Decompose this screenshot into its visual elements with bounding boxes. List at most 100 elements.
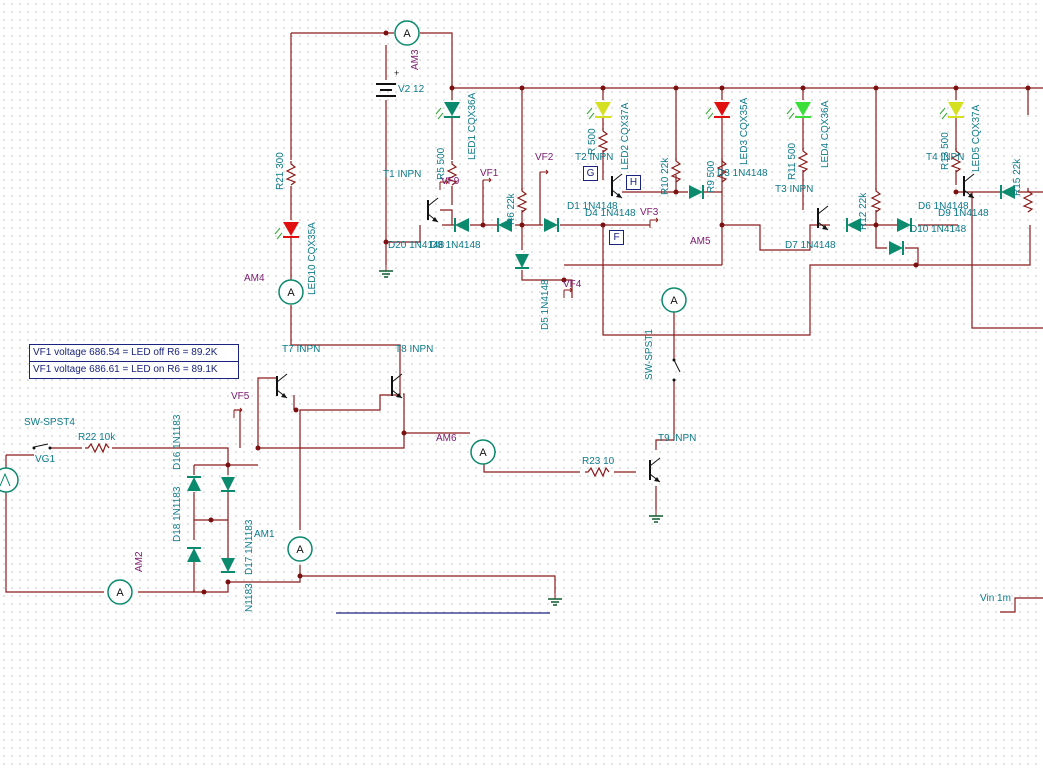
label-r500: R 500 <box>587 128 598 155</box>
label-d1: D1 1N4148 <box>567 201 618 212</box>
label-led2: LED2 CQX37A <box>620 102 631 170</box>
label-t2: T2 INPN <box>575 152 613 163</box>
measurement-notes-textbox[interactable]: VF1 voltage 686.54 = LED off R6 = 89.2K … <box>29 344 239 379</box>
label-sw-spst4: SW-SPST4 <box>24 417 75 428</box>
ground-symbol <box>378 264 394 278</box>
node-tag-f[interactable]: F <box>609 230 624 245</box>
label-d20: D20 1N4148 <box>388 240 445 251</box>
label-am5: AM5 <box>690 236 711 247</box>
probe-vf2[interactable] <box>539 169 549 181</box>
switch-sw-spst1[interactable] <box>672 358 681 382</box>
label-am6: AM6 <box>436 433 457 444</box>
transistor-t9[interactable] <box>649 457 661 483</box>
label-d8: D8 1N4148 <box>430 240 481 251</box>
label-r22: R22 10k <box>78 432 116 443</box>
label-vf2: VF2 <box>535 152 554 163</box>
label-led3: LED3 CQX35A <box>739 97 750 165</box>
probe-vf1[interactable] <box>482 177 492 189</box>
probe-vf5[interactable] <box>233 407 243 419</box>
ground-symbol <box>547 592 563 606</box>
label-led1: LED1 CQX36A <box>467 92 478 160</box>
resistor-r12[interactable] <box>871 187 881 213</box>
label-r11: R11 500 <box>787 142 798 180</box>
label-r21: R21 300 <box>275 152 286 190</box>
label-vin: Vin 1m <box>980 593 1011 604</box>
node-tag-h[interactable]: H <box>626 175 641 190</box>
label-r9: R9 500 <box>706 160 717 193</box>
ammeter-am1-icon: A <box>287 536 313 562</box>
led2-icon <box>586 102 611 120</box>
label-vf5: VF5 <box>231 391 250 402</box>
label-n1183: N1183 <box>244 583 255 612</box>
transistor-t3[interactable] <box>817 205 829 231</box>
probe-vf3[interactable] <box>649 217 659 229</box>
label-t1: T1 INPN <box>383 169 421 180</box>
label-vg1: VG1 <box>35 454 55 465</box>
svg-text:+: + <box>394 68 399 78</box>
measurement-note-1: VF1 voltage 686.54 = LED off R6 = 89.2K <box>33 347 218 358</box>
label-am4: AM4 <box>244 273 265 284</box>
ammeter-am4-icon: A <box>278 279 304 305</box>
label-vf4: VF4 <box>563 279 582 290</box>
label-d9: D9 1N4148 <box>938 208 989 219</box>
label-am2: AM2 <box>134 551 145 572</box>
ammeter-am6-icon: A <box>470 439 496 465</box>
ammeter-icons: A A A A A A <box>107 20 687 605</box>
am2-symbol: A <box>116 587 124 599</box>
transistor-t2[interactable] <box>611 173 623 199</box>
resistor-r500[interactable] <box>598 127 608 153</box>
resistor-r23[interactable] <box>584 467 610 477</box>
transistor-t1[interactable] <box>427 197 439 223</box>
junction-dots <box>201 30 1031 595</box>
label-d17: D17 1N1183 <box>244 519 255 575</box>
label-r13: R13 500 <box>940 132 951 170</box>
label-am1: AM1 <box>254 529 275 540</box>
label-r5: R5 500 <box>436 147 447 180</box>
am1-symbol: A <box>296 544 304 556</box>
label-t7: T7 INPN <box>282 344 320 355</box>
measurement-note-2: VF1 voltage 686.61 = LED on R6 = 89.1K <box>30 361 238 378</box>
am4-symbol: A <box>287 287 295 299</box>
ammeter-am2-icon: A <box>107 579 133 605</box>
ammeter-am5-icon: A <box>661 287 687 313</box>
switch-sw-spst4[interactable] <box>32 443 52 450</box>
label-d5: D5 1N4148 <box>540 279 551 330</box>
label-t9: T9 INPN <box>658 433 696 444</box>
led4-icon <box>786 102 811 120</box>
label-r12: R12 22k <box>858 192 869 230</box>
am3-symbol: A <box>403 28 411 40</box>
resistor-r6[interactable] <box>517 187 527 213</box>
label-d4: D4 1N4148 <box>585 208 636 219</box>
am6-symbol: A <box>479 447 487 459</box>
led1-icon <box>435 102 460 120</box>
label-sw-spst1: SW-SPST1 <box>644 329 655 380</box>
battery-v2[interactable]: + <box>376 68 399 97</box>
label-r6: R6 22k <box>506 192 517 225</box>
label-am3: AM3 <box>410 49 421 70</box>
transistor-t7[interactable] <box>276 373 288 399</box>
label-vf9: VF9 <box>441 176 460 187</box>
label-r10: R10 22k <box>660 157 671 195</box>
led-icons <box>274 102 964 240</box>
label-r15: R15 22k <box>1012 158 1023 196</box>
label-led5: LED5 CQX37A <box>971 104 982 172</box>
label-d6: D6 1N4148 <box>918 201 969 212</box>
led3-icon <box>705 102 730 120</box>
label-r23: R23 10 <box>582 456 615 467</box>
signal-generator-vg1[interactable] <box>0 467 19 493</box>
led10-icon <box>274 222 299 240</box>
resistor-r21[interactable] <box>286 160 296 186</box>
ammeter-am3-icon: A <box>394 20 420 46</box>
label-d3: D3 1N4148 <box>717 168 768 179</box>
label-t4: T4 INPN <box>926 152 964 163</box>
node-tag-g[interactable]: G <box>583 166 598 181</box>
label-t8: T8 INPN <box>395 344 433 355</box>
resistor-r11[interactable] <box>798 147 808 173</box>
label-d18: D18 1N1183 <box>172 486 183 542</box>
ground-symbol <box>648 509 664 523</box>
component-labels: AM3 V2 12 R21 300 LED10 CQX35A AM4 LED1 … <box>24 49 1023 612</box>
label-t3: T3 INPN <box>775 184 813 195</box>
resistor-r22[interactable] <box>84 443 110 453</box>
label-led10: LED10 CQX35A <box>307 222 318 295</box>
